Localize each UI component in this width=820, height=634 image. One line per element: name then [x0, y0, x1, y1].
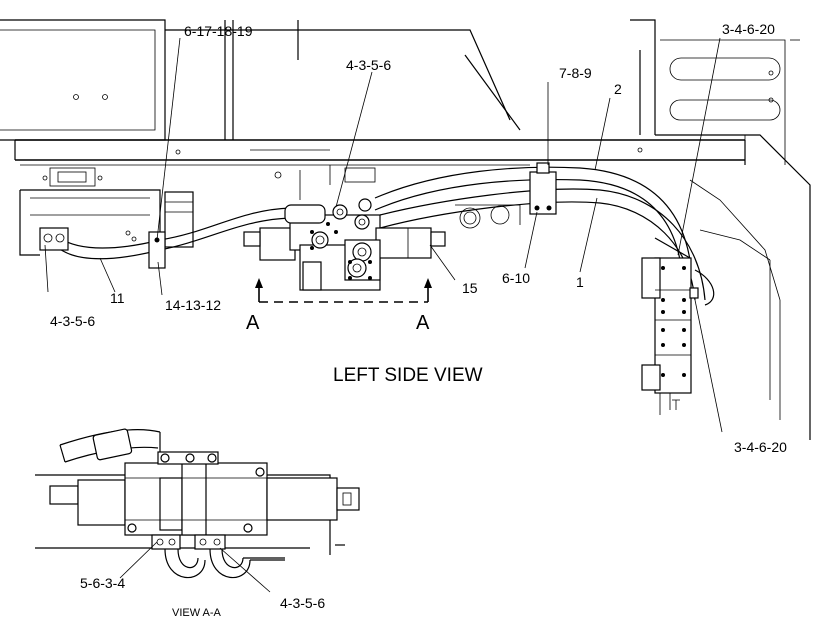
callout-4-3-5-6-left: 4-3-5-6 — [50, 313, 95, 329]
callout-7-8-9: 7-8-9 — [559, 65, 592, 81]
callout-14-13-12: 14-13-12 — [165, 297, 221, 313]
callout-1: 1 — [576, 274, 584, 290]
callout-5-6-3-4: 5-6-3-4 — [80, 575, 125, 591]
callout-15: 15 — [462, 280, 478, 296]
callout-6-10: 6-10 — [502, 270, 530, 286]
clamp-6-10 — [529, 162, 557, 215]
view-a-a-detail — [35, 428, 360, 593]
callout-11: 11 — [110, 290, 125, 306]
callout-2: 2 — [614, 81, 622, 97]
section-mark-left: A — [246, 312, 260, 334]
callout-4-3-5-6-bottom: 4-3-5-6 — [280, 595, 325, 611]
control-valve-main — [243, 198, 446, 291]
section-mark-right: A — [416, 312, 430, 334]
callout-3-4-6-20-bottom: 3-4-6-20 — [734, 439, 787, 455]
view-title: LEFT SIDE VIEW — [333, 365, 483, 386]
callout-3-4-6-20-top: 3-4-6-20 — [722, 21, 775, 37]
leader-lines — [44, 37, 723, 433]
chassis-frame — [0, 19, 811, 440]
section-line-a-a — [255, 278, 432, 303]
callout-4-3-5-6-top: 4-3-5-6 — [346, 57, 391, 73]
fitting-left — [39, 227, 69, 251]
callout-labels: 6-17-18-19 4-3-5-6 7-8-9 2 3-4-6-20 4-3-… — [50, 21, 787, 619]
right-valve-bank — [641, 257, 699, 415]
clamp-14-13-12 — [148, 231, 166, 269]
hose-assemblies — [54, 166, 715, 306]
callout-6-17-18-19: 6-17-18-19 — [184, 23, 253, 39]
section-view-title: VIEW A-A — [172, 607, 222, 619]
